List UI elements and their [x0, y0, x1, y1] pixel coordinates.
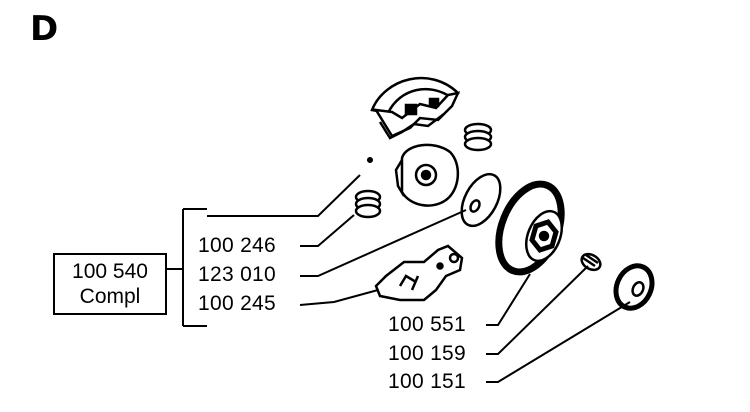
leader-lines: [207, 174, 631, 383]
spring-top-illustration: [463, 122, 493, 152]
end-washer-illustration: [613, 263, 655, 311]
leader-clutch-hub: [207, 174, 361, 217]
leader-123-010: [300, 209, 467, 277]
clutch-drum-illustration: [495, 180, 565, 276]
assembly-part-box: 100 540 Compl: [53, 253, 167, 315]
leader-100-246: [300, 214, 355, 247]
part-label: 123 010: [198, 263, 277, 286]
assembly-part-number: 100 540: [72, 260, 148, 283]
leader-100-245: [299, 289, 379, 306]
leader-100-151: [486, 301, 631, 383]
washer-illustration: [460, 172, 502, 228]
part-label: 100 246: [198, 234, 277, 257]
part-label: 100 151: [388, 370, 467, 393]
leader-100-159: [486, 265, 589, 355]
group-bracket: [167, 208, 207, 327]
clutch-hub-illustration: [366, 143, 459, 207]
spring-left-illustration: [354, 189, 382, 219]
cover-plate-illustration: [374, 244, 464, 302]
leader-100-551: [486, 273, 531, 326]
assembly-note: Compl: [79, 285, 141, 308]
part-label: 100 159: [388, 342, 467, 365]
part-label: 100 551: [388, 313, 467, 336]
part-label: 100 245: [198, 292, 277, 315]
clutch-shoe-illustration: [370, 76, 461, 140]
needle-bearing-illustration: [580, 252, 602, 272]
section-letter: D: [30, 9, 59, 49]
